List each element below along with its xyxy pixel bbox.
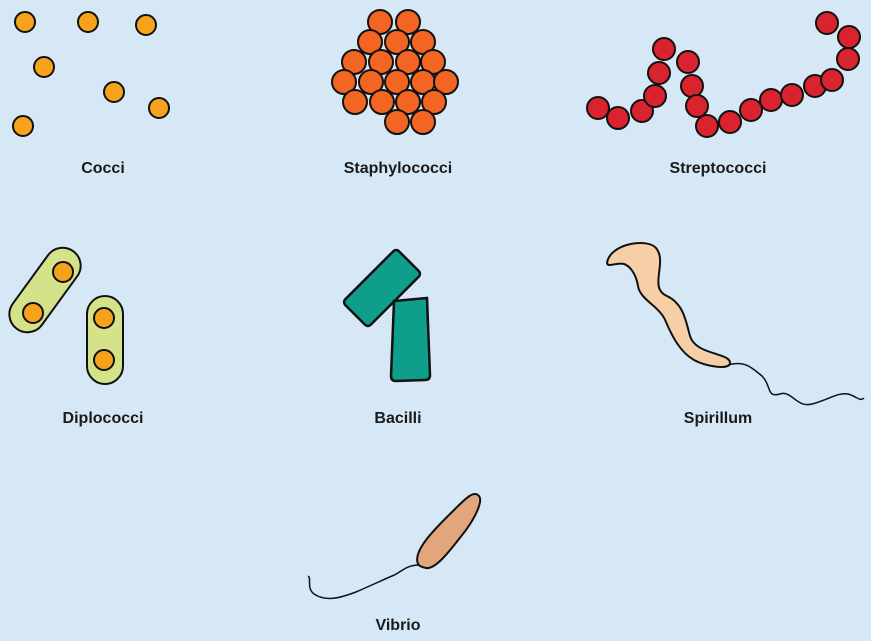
diplococci-label: Diplococci <box>23 410 183 428</box>
cocci-label: Cocci <box>23 160 183 178</box>
streptococcus <box>677 51 699 73</box>
coccus <box>13 116 33 136</box>
streptococcus <box>587 97 609 119</box>
staphylococci-label: Staphylococci <box>318 160 478 178</box>
streptococcus <box>719 111 741 133</box>
flagellum <box>308 565 418 598</box>
streptococcus <box>760 89 782 111</box>
streptococcus <box>821 69 843 91</box>
streptococcus <box>681 75 703 97</box>
streptococci-label: Streptococci <box>638 160 798 178</box>
streptococcus <box>696 115 718 137</box>
streptococcus <box>607 107 629 129</box>
staphylococcus <box>343 90 367 114</box>
bacilli-icon <box>342 248 430 381</box>
coccus <box>78 12 98 32</box>
diplococci-icon <box>2 241 123 384</box>
coccus <box>34 57 54 77</box>
flagellum <box>728 363 864 404</box>
coccus <box>104 82 124 102</box>
streptococcus <box>653 38 675 60</box>
coccus <box>94 308 114 328</box>
staphylococcus <box>411 110 435 134</box>
coccus <box>149 98 169 118</box>
coccus <box>94 350 114 370</box>
staphylococcus <box>370 90 394 114</box>
vibrio-icon <box>308 494 480 599</box>
coccus <box>136 15 156 35</box>
capsule <box>2 241 88 340</box>
bacilli-label: Bacilli <box>318 410 478 428</box>
spirillum-body <box>607 243 730 367</box>
streptococcus <box>740 99 762 121</box>
streptococci-icon <box>587 12 860 137</box>
staphylococcus <box>385 110 409 134</box>
spirillum-icon <box>607 243 864 405</box>
streptococcus <box>816 12 838 34</box>
spirillum-label: Spirillum <box>638 410 798 428</box>
streptococcus <box>837 48 859 70</box>
cocci-icon <box>13 12 169 136</box>
bacillus <box>391 298 430 381</box>
vibrio-body <box>417 494 480 568</box>
coccus <box>53 262 73 282</box>
vibrio-label: Vibrio <box>318 617 478 635</box>
streptococcus <box>686 95 708 117</box>
streptococcus <box>648 62 670 84</box>
coccus <box>15 12 35 32</box>
streptococcus <box>781 84 803 106</box>
streptococcus <box>838 26 860 48</box>
coccus <box>23 303 43 323</box>
streptococcus <box>644 85 666 107</box>
staphylococci-icon <box>332 10 458 134</box>
